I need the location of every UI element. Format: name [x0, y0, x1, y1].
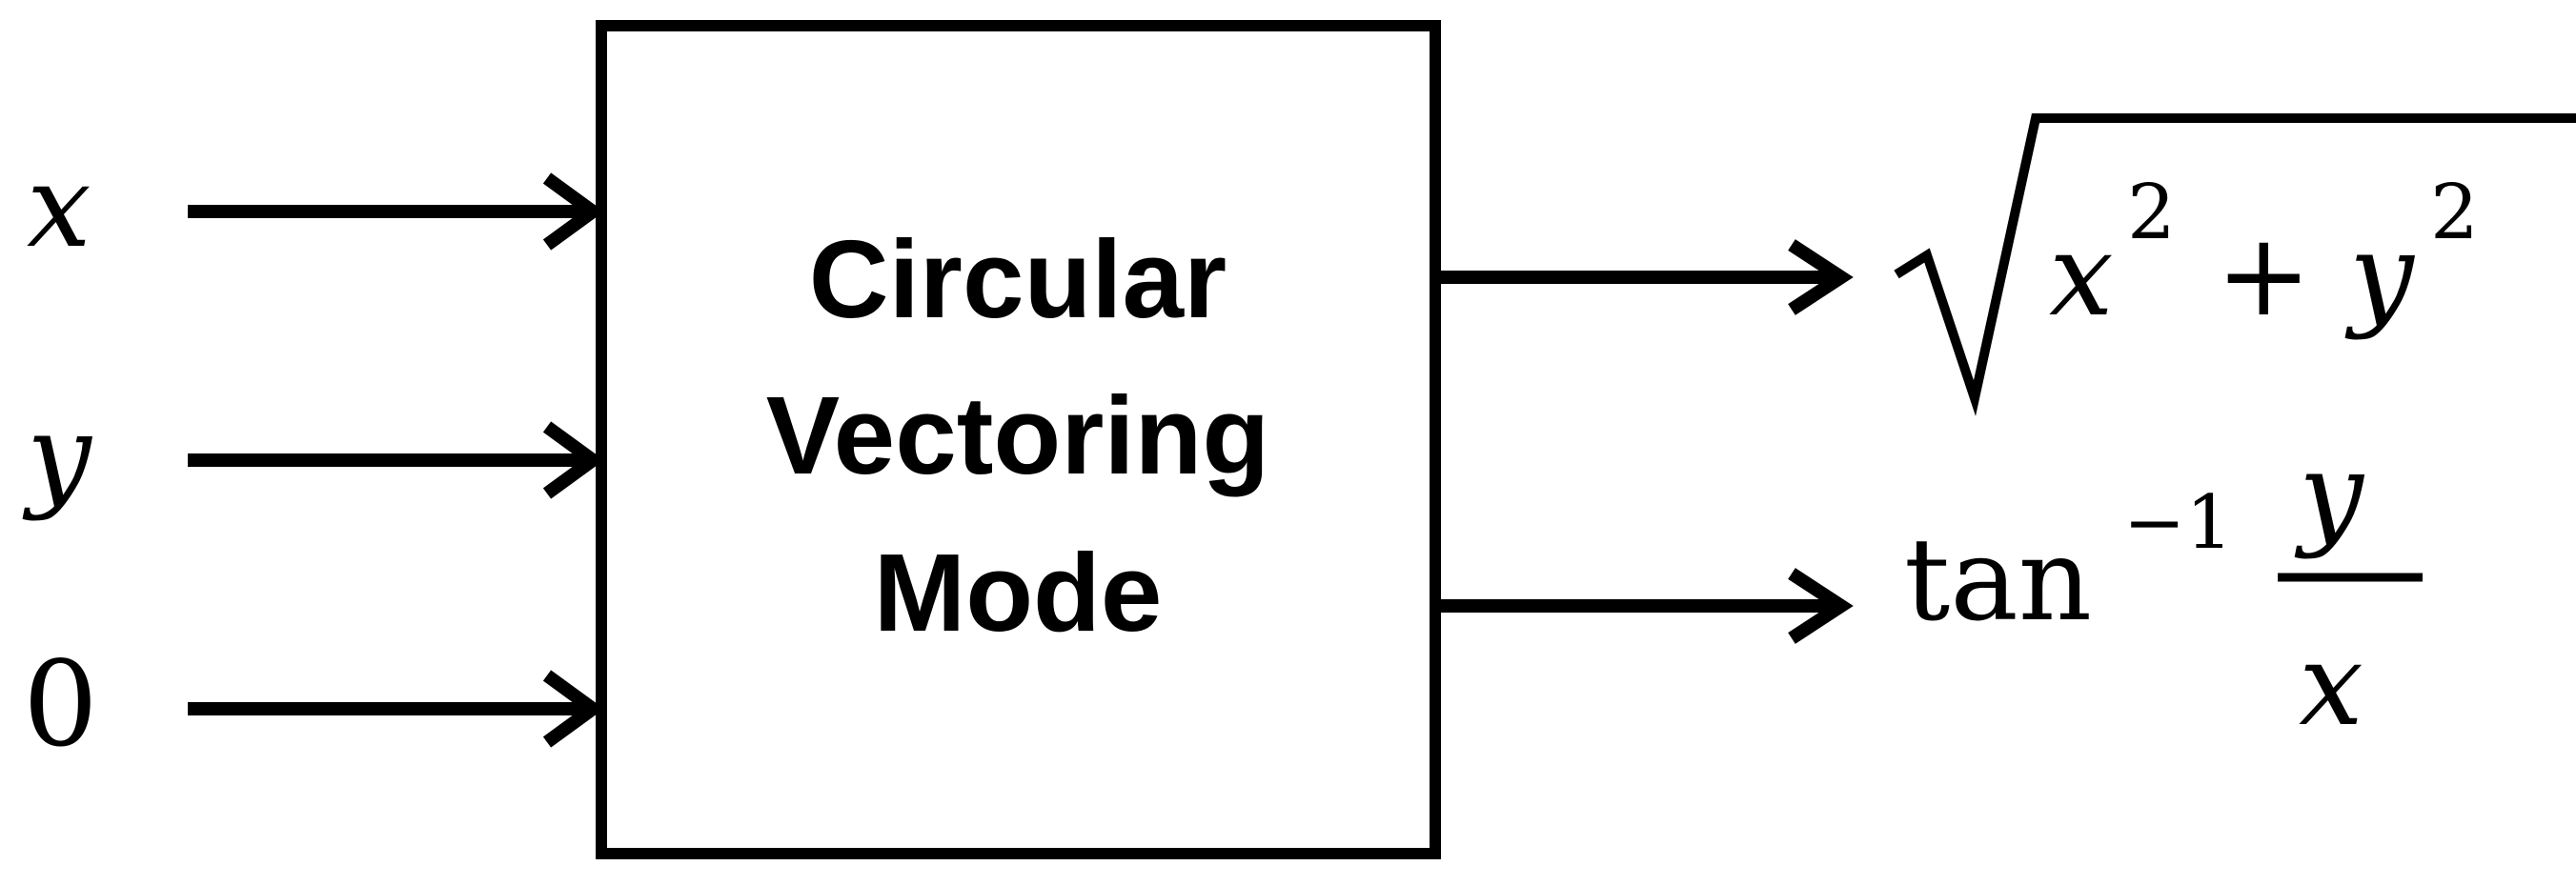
input-label-x: x	[27, 141, 91, 273]
block-label-line3: Mode	[874, 531, 1163, 654]
input-arrow-zero	[188, 670, 604, 748]
input-label-y: y	[22, 391, 93, 523]
angle-denominator-x: x	[2299, 619, 2363, 752]
vectoring-mode-block	[596, 20, 1441, 859]
output-arrow-angle	[1440, 568, 1854, 644]
magnitude-plus: +	[2216, 210, 2312, 342]
output-arrow-magnitude	[1440, 239, 1854, 315]
output-angle-expression: tan −1 y x	[1904, 429, 2423, 752]
magnitude-var-x: x	[2049, 210, 2114, 342]
input-arrow-y	[188, 421, 604, 499]
input-arrow-x	[188, 172, 604, 251]
output-magnitude-expression: x 2 + y 2	[1894, 113, 2576, 416]
angle-func-exponent: −1	[2123, 480, 2233, 566]
magnitude-var-y: y	[2344, 210, 2416, 342]
magnitude-exp-y: 2	[2430, 168, 2479, 256]
angle-func-tan: tan	[1904, 514, 2092, 647]
angle-numerator-y: y	[2294, 429, 2365, 561]
block-label-line2: Vectoring	[766, 373, 1270, 497]
magnitude-exp-x: 2	[2127, 168, 2176, 256]
input-label-zero: 0	[23, 636, 98, 774]
block-label-line1: Circular	[809, 217, 1227, 341]
sqrt-radical-symbol	[1894, 113, 2576, 416]
